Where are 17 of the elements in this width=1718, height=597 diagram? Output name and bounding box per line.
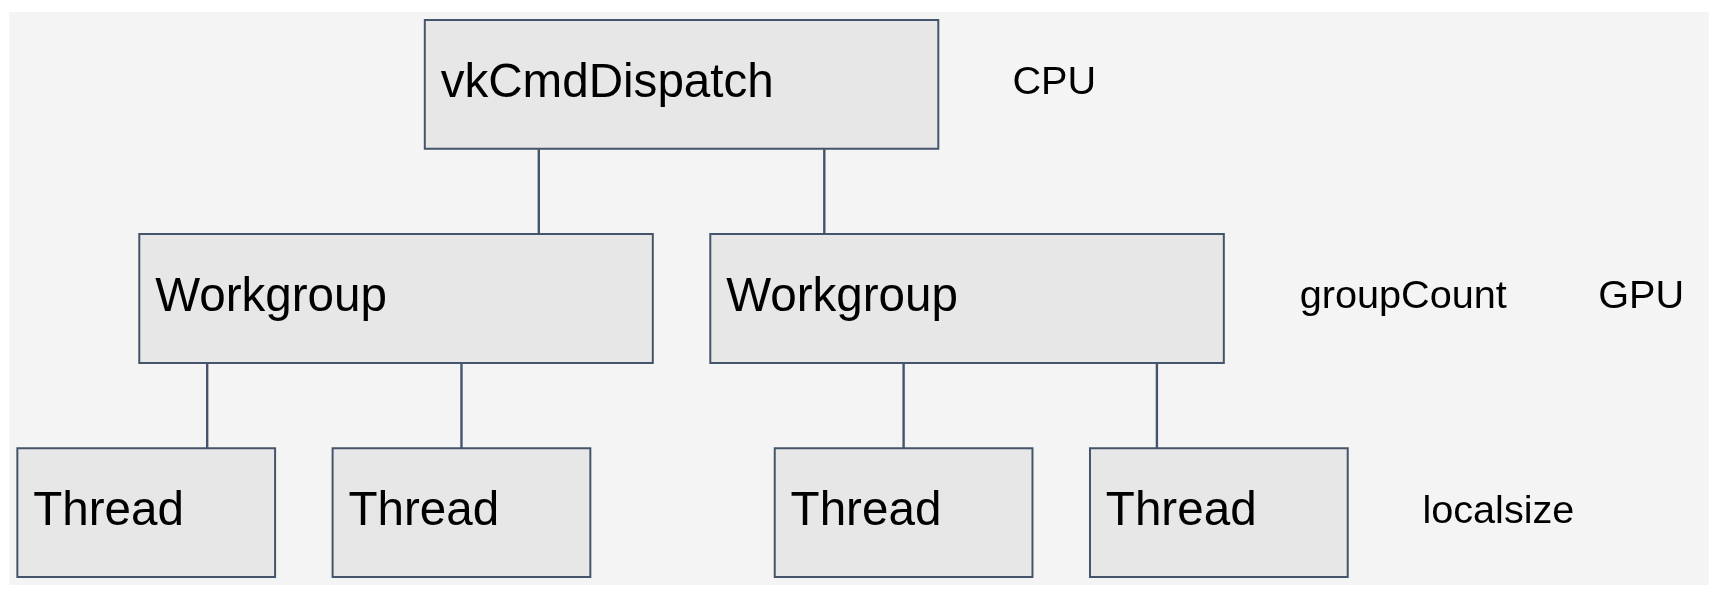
connector — [460, 363, 463, 448]
node-box: Thread — [16, 447, 277, 579]
connector — [206, 363, 209, 448]
node-box: Thread — [331, 447, 592, 579]
node-box: Thread — [1089, 447, 1349, 579]
label: groupCount — [1299, 272, 1507, 317]
node-box: Workgroup — [138, 233, 654, 364]
connector — [902, 363, 905, 448]
connector — [1155, 363, 1159, 448]
label: localsize — [1422, 486, 1575, 531]
node-box: vkCmdDispatch — [423, 18, 940, 150]
label: CPU — [1012, 58, 1097, 103]
connector — [823, 149, 826, 234]
node-box: Thread — [773, 447, 1034, 579]
label: GPU — [1598, 272, 1685, 317]
node-box: Workgroup — [709, 233, 1225, 364]
connector — [537, 149, 540, 234]
